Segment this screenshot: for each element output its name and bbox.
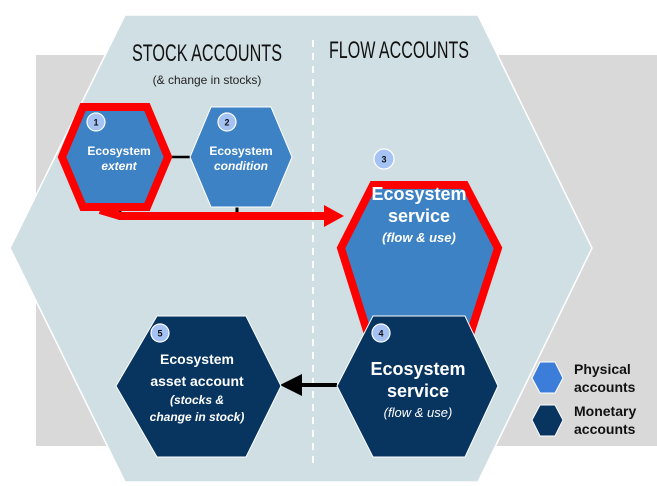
arrowhead-left-icon: [280, 374, 302, 396]
node-ecosystem-condition[interactable]: 2 Ecosystem condition: [189, 106, 293, 208]
number-badge-label: 4: [378, 329, 383, 339]
legend-label-line2: accounts: [574, 379, 636, 395]
number-badge: [150, 323, 170, 343]
red-connector-line: [98, 206, 330, 220]
number-badge: [217, 112, 237, 132]
node-subtitle: condition: [214, 159, 268, 173]
node-title-line2: asset account: [150, 373, 244, 389]
monetary-hexagon-icon: [531, 404, 564, 437]
number-badge-label: 1: [93, 118, 98, 128]
node-title: Ecosystem: [160, 351, 234, 367]
number-badge: [86, 112, 106, 132]
legend-label-line2: accounts: [574, 421, 636, 437]
highlighted-edge-1-3: [98, 205, 344, 227]
legend-label-line1: Physical: [574, 361, 631, 377]
number-badge-label: 2: [224, 118, 229, 128]
node-title-line2: service: [387, 381, 449, 401]
number-badge-label: 5: [157, 329, 162, 339]
node-title-line2: service: [388, 206, 450, 226]
hexagon-monetary: [115, 315, 282, 458]
node-title: Ecosystem: [87, 144, 150, 158]
legend-label-line1: Monetary: [574, 403, 636, 419]
hexagon-physical-highlighted: [57, 103, 173, 211]
physical-hexagon-icon: [531, 361, 564, 394]
node-title: Ecosystem: [370, 359, 465, 379]
legend-item-monetary: Monetary accounts: [531, 403, 636, 437]
legend: Physical accounts Monetary accounts: [531, 361, 636, 437]
node-subtitle-line2: change in stock): [150, 410, 245, 424]
flow-accounts-heading: FLOW ACCOUNTS: [329, 37, 469, 64]
hexagon-physical: [189, 106, 293, 208]
accounts-panel: [9, 14, 593, 483]
node-subtitle: (flow & use): [384, 405, 453, 420]
node-ecosystem-service-monetary[interactable]: 4 Ecosystem service (flow & use): [336, 315, 499, 458]
node-subtitle: (flow & use): [382, 230, 456, 245]
stock-accounts-heading: STOCK ACCOUNTS: [132, 40, 282, 67]
node-ecosystem-extent[interactable]: 1 Ecosystem extent: [57, 103, 173, 211]
node-title: Ecosystem: [371, 184, 466, 204]
red-arrowhead-icon: [324, 205, 344, 227]
node-subtitle: extent: [101, 159, 137, 173]
number-badge: [373, 148, 395, 170]
hexagon-monetary: [336, 315, 499, 458]
stock-accounts-subheading: (& change in stocks): [153, 73, 262, 87]
legend-item-physical: Physical accounts: [531, 361, 636, 395]
node-title: Ecosystem: [209, 144, 272, 158]
node-ecosystem-asset-account[interactable]: 5 Ecosystem asset account (stocks & chan…: [115, 315, 282, 458]
number-badge: [371, 323, 391, 343]
node-subtitle-line1: (stocks &: [170, 393, 224, 407]
number-badge-label: 3: [381, 155, 386, 165]
